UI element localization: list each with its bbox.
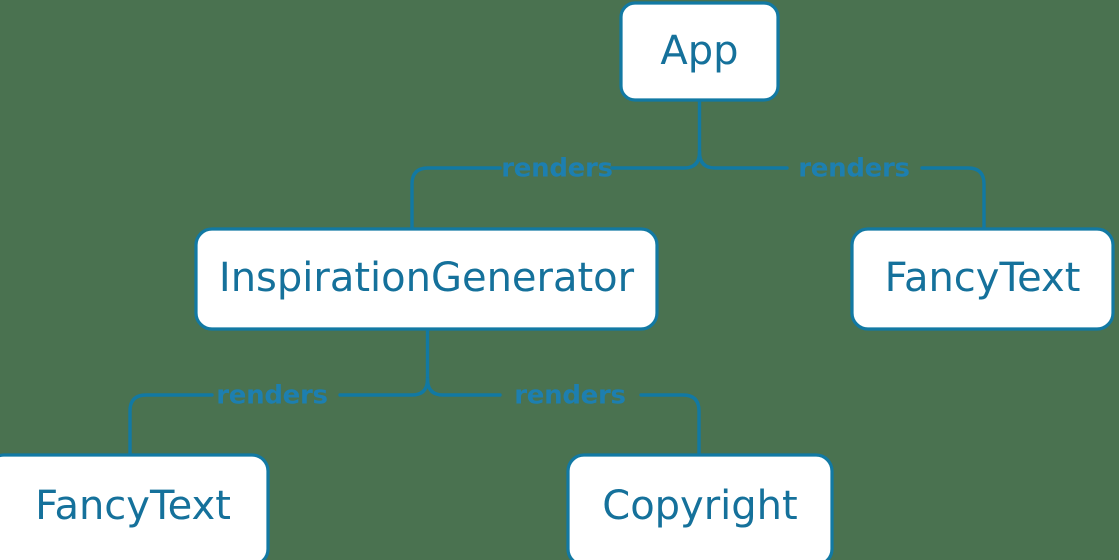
- node-fancytext-right-box[interactable]: [850, 227, 1115, 331]
- edge-app-to-inspiration-generator-elbow: [410, 166, 502, 231]
- node-copyright-label: Copyright: [602, 483, 797, 529]
- node-copyright[interactable]: Copyright: [566, 453, 834, 560]
- edge-inspiration-generator-to-fancytext-bottom-junction: [338, 377, 430, 397]
- edge-label-inspiration-generator-to-copyright: renders: [514, 381, 625, 411]
- node-app-label: App: [660, 28, 738, 74]
- node-fancytext-bottom-label: FancyText: [35, 483, 231, 529]
- node-copyright-box[interactable]: [566, 453, 834, 560]
- node-fancytext-right[interactable]: FancyText: [850, 227, 1115, 331]
- node-fancytext-bottom[interactable]: FancyText: [0, 453, 270, 560]
- edge-label-inspiration-generator-to-fancytext-bottom: renders: [216, 381, 327, 411]
- edge-inspiration-generator-to-fancytext-bottom-elbow: [128, 393, 214, 457]
- edge-app-to-fancytext-right-junction: [697, 150, 789, 170]
- edge-inspiration-generator-to-copyright-junction: [425, 377, 502, 397]
- node-app[interactable]: App: [619, 1, 780, 102]
- edge-app-to-inspiration-generator-junction: [610, 150, 702, 170]
- edge-inspiration-generator-to-copyright-elbow: [639, 393, 701, 457]
- node-inspiration-generator[interactable]: InspirationGenerator: [194, 227, 659, 331]
- node-inspiration-generator-label: InspirationGenerator: [219, 255, 635, 301]
- node-fancytext-right-label: FancyText: [885, 255, 1081, 301]
- node-fancytext-bottom-box[interactable]: [0, 453, 270, 560]
- edge-label-app-to-inspiration-generator: renders: [501, 154, 612, 184]
- edge-label-app-to-fancytext-right: renders: [798, 154, 909, 184]
- node-inspiration-generator-box[interactable]: [194, 227, 659, 331]
- node-app-box[interactable]: [619, 1, 780, 102]
- edge-app-to-fancytext-right-elbow: [920, 166, 986, 231]
